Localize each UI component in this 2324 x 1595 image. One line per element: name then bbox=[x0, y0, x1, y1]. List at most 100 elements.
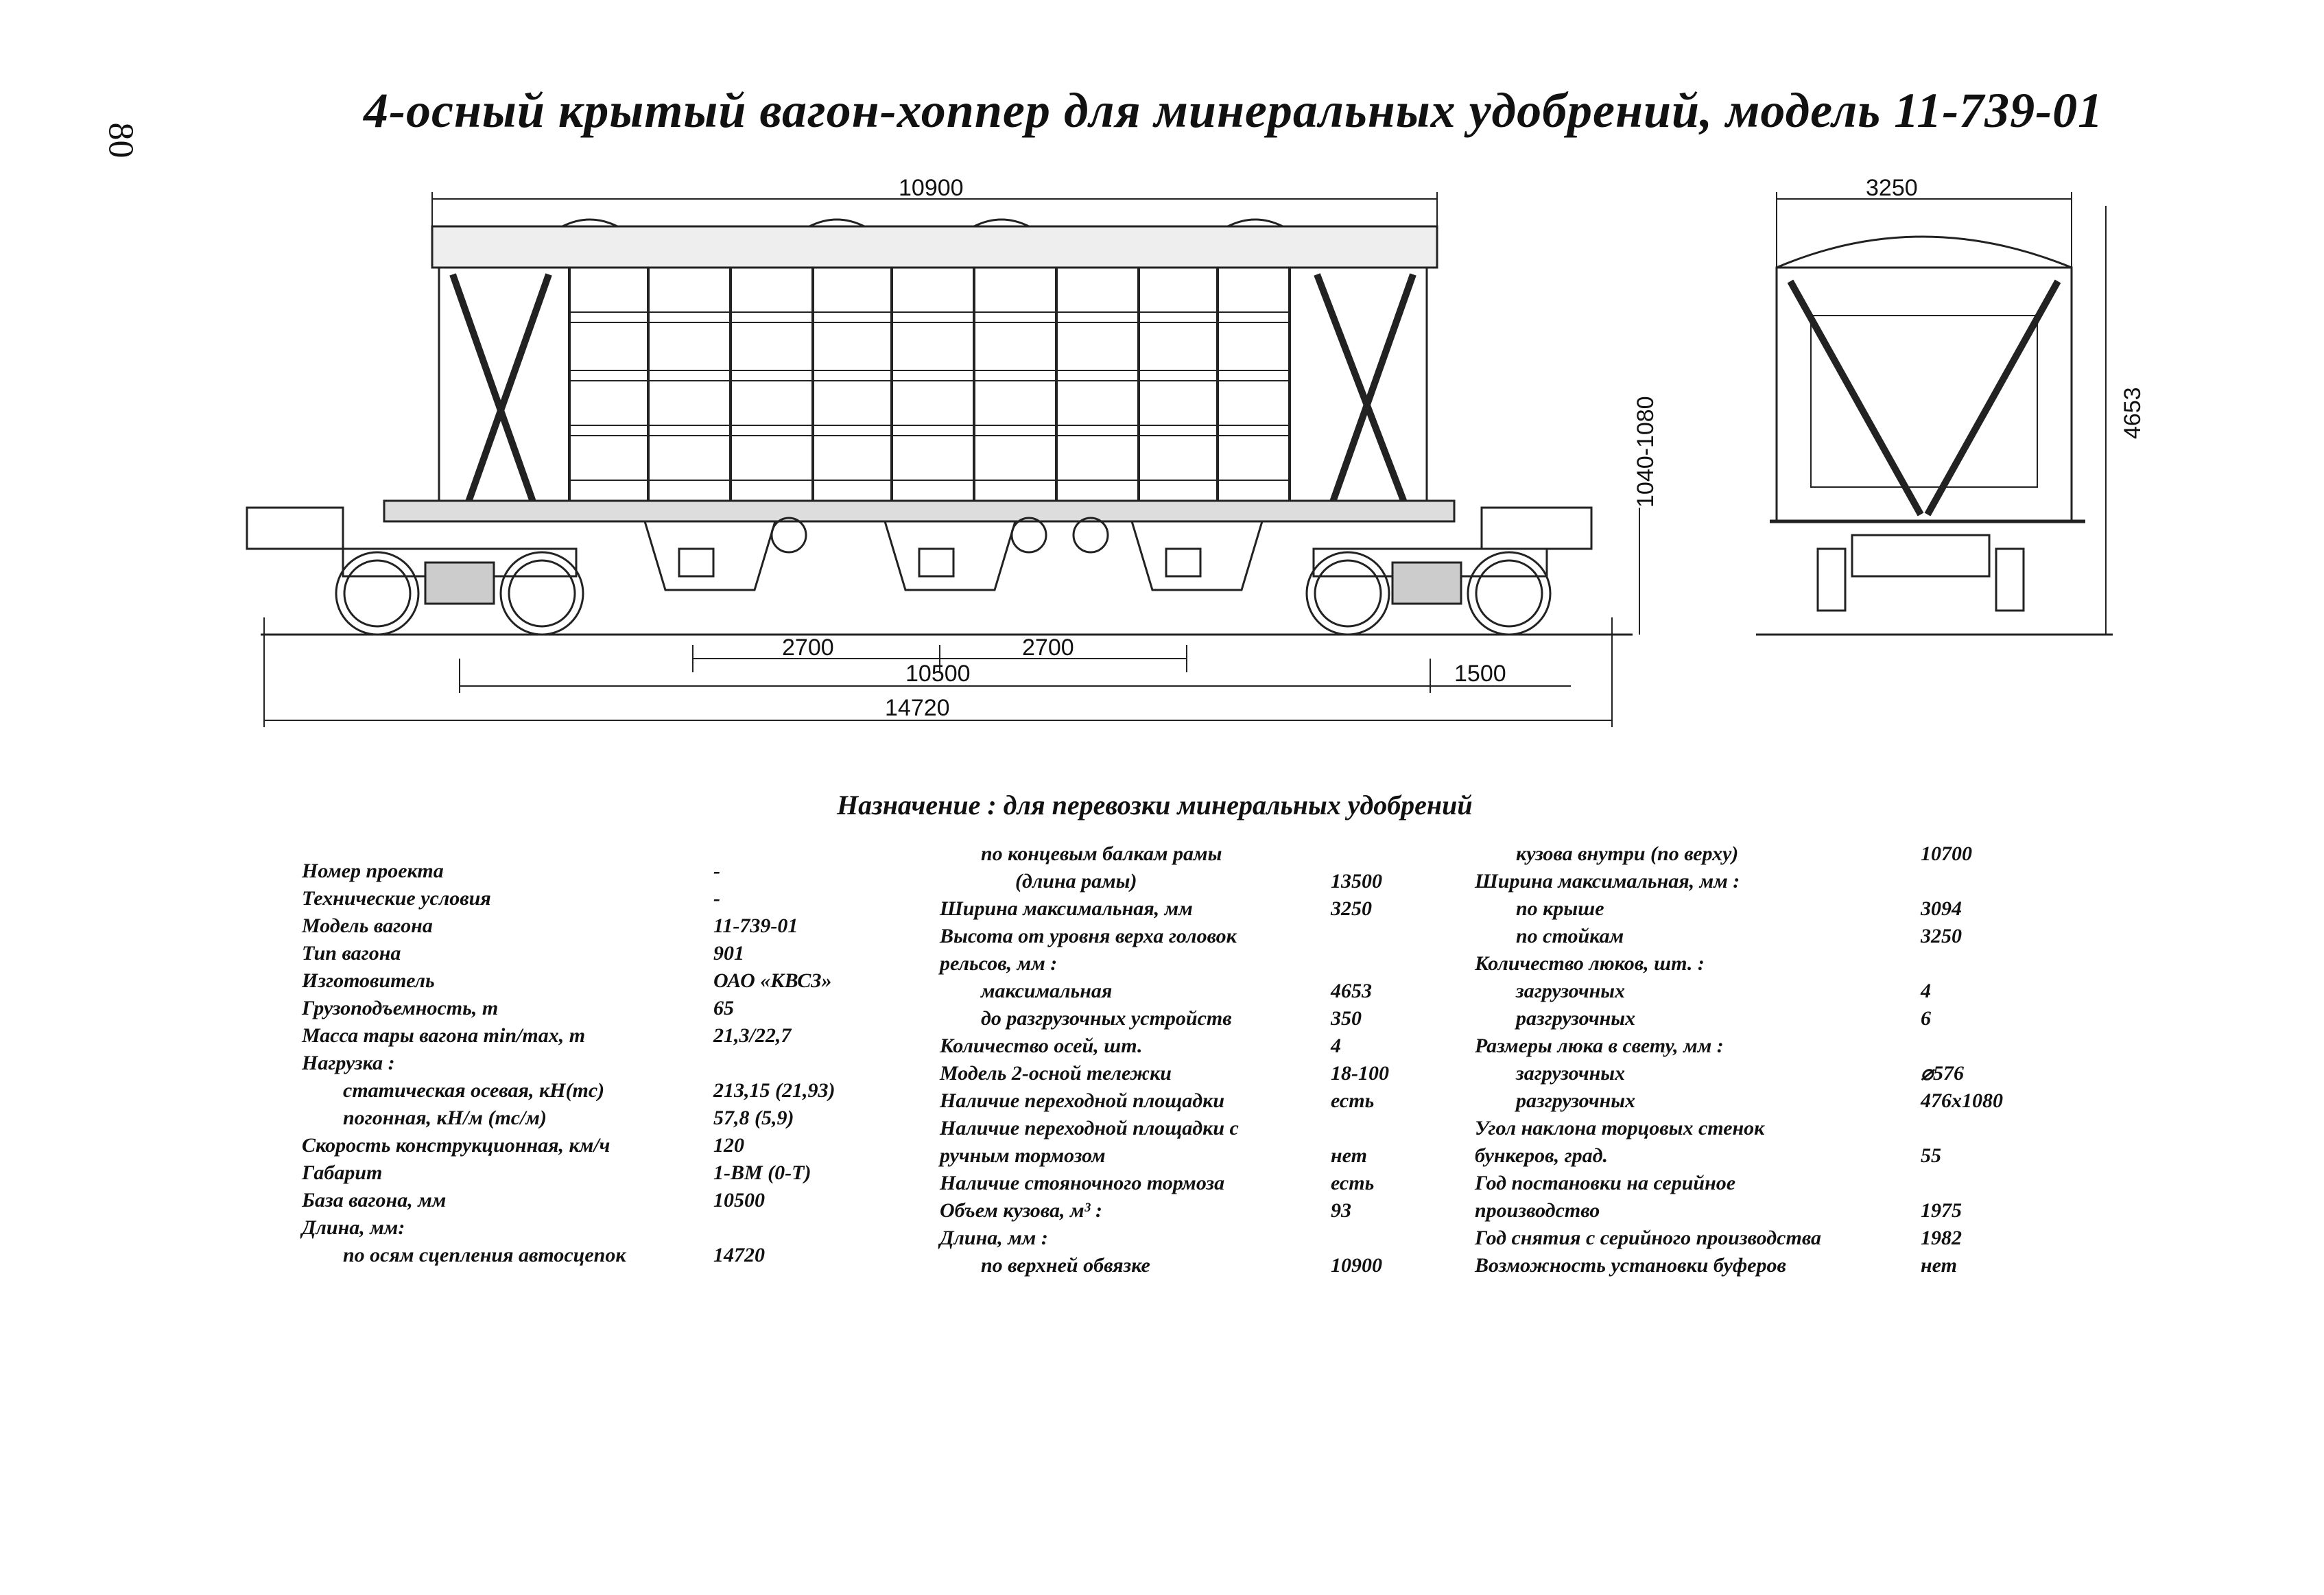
spec-value: ОАО «КВСЗ» bbox=[713, 969, 832, 992]
spec-row: рельсов, мм : bbox=[940, 950, 1489, 978]
spec-label: кузова внутри (по верху) bbox=[1516, 842, 1739, 865]
spec-row: (длина рамы)13500 bbox=[940, 868, 1489, 895]
hopper-body bbox=[438, 266, 1428, 502]
spec-row: Модель 2-осной тележки 18-100 bbox=[940, 1060, 1489, 1087]
spec-value: 3250 bbox=[1921, 925, 1962, 947]
spec-row: Длина, мм : bbox=[940, 1225, 1489, 1252]
spec-label: Изготовитель bbox=[302, 969, 435, 992]
spec-row: Количество осей, шт.4 bbox=[940, 1032, 1489, 1060]
spec-row: Угол наклона торцовых стенок bbox=[1475, 1115, 2024, 1142]
spec-label: производство bbox=[1475, 1199, 1600, 1222]
spec-value: - bbox=[713, 860, 720, 882]
spec-label: Длина, мм : bbox=[940, 1227, 1048, 1249]
spec-row: загрузочных 4 bbox=[1475, 978, 2024, 1005]
spec-row: Размеры люка в свету, мм : bbox=[1475, 1032, 2024, 1060]
spec-value: 4 bbox=[1921, 980, 1931, 1002]
spec-row: Изготовитель ОАО «КВСЗ» bbox=[302, 967, 919, 995]
hopper-1 bbox=[643, 520, 777, 591]
dim-hatch-spacing-2: 2700 bbox=[1022, 635, 1074, 661]
spec-label: Модель вагона bbox=[302, 914, 433, 937]
spec-row: Год постановки на серийное bbox=[1475, 1170, 2024, 1197]
spec-value: 120 bbox=[713, 1134, 744, 1157]
spec-row: Высота от уровня верха головок bbox=[940, 923, 1489, 950]
spec-value: 11-739-01 bbox=[713, 914, 798, 937]
spec-label: максимальная bbox=[981, 980, 1113, 1002]
spec-label: Наличие переходной площадки bbox=[940, 1089, 1225, 1112]
spec-value: нет bbox=[1921, 1254, 1957, 1277]
spec-row: бункеров, град.55 bbox=[1475, 1142, 2024, 1170]
spec-row: статическая осевая, кН(тс)213,15 (21,93) bbox=[302, 1077, 919, 1104]
spec-value: 901 bbox=[713, 942, 744, 965]
spec-label: Размеры люка в свету, мм : bbox=[1475, 1035, 1724, 1057]
spec-row: Технические условия- bbox=[302, 885, 919, 912]
specs-column-2: по концевым балкам рамы (длина рамы)13500… bbox=[940, 840, 1489, 1279]
hopper-2 bbox=[883, 520, 1017, 591]
spec-label: Возможность установки буферов bbox=[1475, 1254, 1786, 1277]
spec-label: Номер проекта bbox=[302, 860, 444, 882]
spec-label: по осям сцепления автосцепок bbox=[343, 1244, 626, 1266]
spec-value: есть bbox=[1331, 1172, 1375, 1194]
spec-value: 18-100 bbox=[1331, 1062, 1389, 1085]
side-view bbox=[246, 218, 1633, 636]
spec-label: разгрузочных bbox=[1516, 1089, 1636, 1112]
spec-label: по концевым балкам рамы bbox=[981, 842, 1222, 865]
spec-value: 350 bbox=[1331, 1007, 1362, 1030]
spec-value: 3250 bbox=[1331, 897, 1372, 920]
spec-value: 3094 bbox=[1921, 897, 1962, 920]
spec-row: разгрузочных 476x1080 bbox=[1475, 1087, 2024, 1115]
spec-label: рельсов, мм : bbox=[940, 952, 1058, 975]
dim-coupler-height: 1040-1080 bbox=[1633, 396, 1659, 508]
spec-value: 55 bbox=[1921, 1144, 1941, 1167]
dim-hatch-spacing-1: 2700 bbox=[782, 635, 834, 661]
spec-value: 1-ВМ (0-Т) bbox=[713, 1161, 811, 1184]
spec-value: 4 bbox=[1331, 1035, 1341, 1057]
dim-width: 3250 bbox=[1866, 175, 1918, 201]
spec-label: Ширина максимальная, мм bbox=[940, 897, 1193, 920]
spec-label: Модель 2-осной тележки bbox=[940, 1062, 1172, 1085]
spec-label: загрузочных bbox=[1516, 980, 1626, 1002]
spec-row: Наличие переходной площадки с bbox=[940, 1115, 1489, 1142]
dim-total-length: 14720 bbox=[885, 695, 950, 721]
spec-label: загрузочных bbox=[1516, 1062, 1626, 1085]
spec-label: Грузоподъемность, т bbox=[302, 997, 499, 1019]
bogie-right bbox=[1305, 547, 1552, 636]
spec-row: разгрузочных 6 bbox=[1475, 1005, 2024, 1032]
page-title: 4-осный крытый вагон-хоппер для минераль… bbox=[364, 83, 2104, 138]
spec-row: Тип вагона 901 bbox=[302, 940, 919, 967]
dimension-lines bbox=[263, 192, 1640, 727]
spec-value: 476x1080 bbox=[1921, 1089, 2003, 1112]
spec-label: Объем кузова, м³ : bbox=[940, 1199, 1102, 1222]
underframe bbox=[383, 499, 1456, 523]
spec-label: до разгрузочных устройств bbox=[981, 1007, 1232, 1030]
spec-label: Угол наклона торцовых стенок bbox=[1475, 1117, 1765, 1139]
spec-value: 6 bbox=[1921, 1007, 1931, 1030]
spec-row: кузова внутри (по верху) 10700 bbox=[1475, 840, 2024, 868]
spec-value: - bbox=[713, 887, 720, 910]
spec-value: 10700 bbox=[1921, 842, 1972, 865]
spec-label: Длина, мм: bbox=[302, 1216, 405, 1239]
spec-row: погонная, кН/м (тс/м)57,8 (5,9) bbox=[302, 1104, 919, 1132]
specs-column-1: Номер проекта-Технические условия-Модель… bbox=[302, 858, 919, 1269]
spec-label: ручным тормозом bbox=[940, 1144, 1106, 1167]
spec-row: Ширина максимальная, мм : bbox=[1475, 868, 2024, 895]
spec-value: нет bbox=[1331, 1144, 1367, 1167]
spec-value: 93 bbox=[1331, 1199, 1351, 1222]
spec-label: Наличие переходной площадки с bbox=[940, 1117, 1239, 1139]
spec-row: Количество люков, шт. : bbox=[1475, 950, 2024, 978]
spec-label: разгрузочных bbox=[1516, 1007, 1636, 1030]
spec-row: Номер проекта - bbox=[302, 858, 919, 885]
end-roof bbox=[1776, 235, 2072, 269]
spec-row: до разгрузочных устройств 350 bbox=[940, 1005, 1489, 1032]
spec-label: Тип вагона bbox=[302, 942, 401, 965]
spec-row: Модель вагона 11-739-01 bbox=[302, 912, 919, 940]
dim-height: 4653 bbox=[2120, 387, 2146, 439]
